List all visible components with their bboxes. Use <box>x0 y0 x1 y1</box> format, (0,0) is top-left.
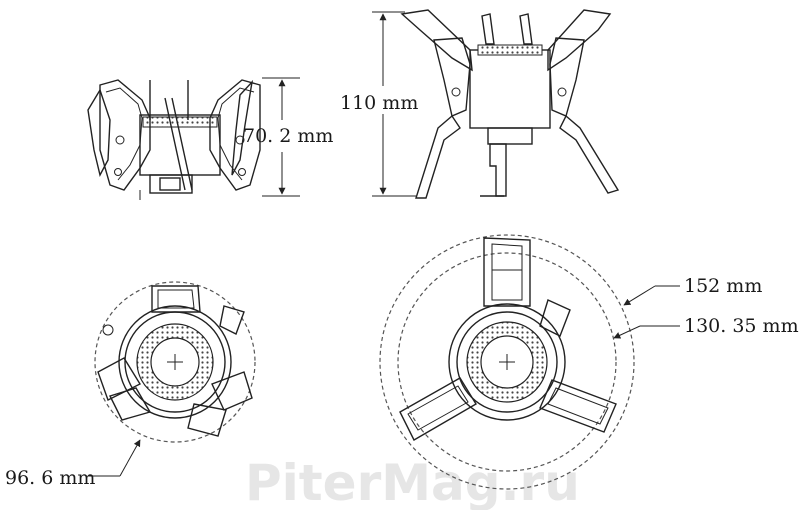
unfolded-height-label: 110 mm <box>340 92 418 114</box>
dimension-unfolded-height: 110 mm <box>340 11 418 197</box>
folded-height-label: 70. 2 mm <box>243 125 333 147</box>
dimension-inner-diameter: 130. 35 mm <box>613 315 799 339</box>
inner-diameter-label: 130. 35 mm <box>684 315 799 337</box>
dimension-folded-diameter: 96. 6 mm <box>5 439 141 489</box>
dimension-outer-diameter: 152 mm <box>623 275 762 306</box>
folded-stove-side-view <box>87 79 261 200</box>
unfolded-stove-top-view <box>379 234 635 490</box>
watermark: PiterMag.ru <box>245 454 580 510</box>
dimension-folded-height: 70. 2 mm <box>243 77 333 197</box>
unfolded-stove-side-view <box>400 9 620 199</box>
folded-stove-top-view <box>94 281 256 443</box>
folded-diameter-label: 96. 6 mm <box>5 467 95 489</box>
outer-diameter-label: 152 mm <box>684 275 762 297</box>
